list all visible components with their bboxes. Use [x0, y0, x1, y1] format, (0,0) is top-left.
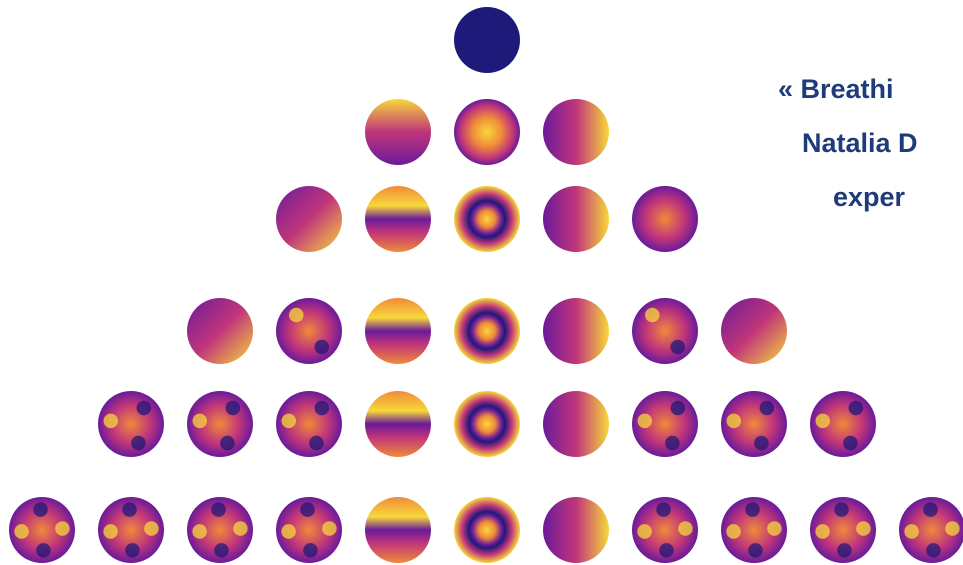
mode-lobe: [678, 521, 693, 536]
mode-lobe: [220, 436, 235, 451]
mode-lobe: [670, 340, 685, 355]
mode-lobe: [745, 502, 760, 517]
mode-lobe: [748, 543, 763, 558]
mode-disk: [276, 186, 342, 252]
mode-lobe: [815, 524, 830, 539]
mode-lobe: [754, 436, 769, 451]
mode-disk: [365, 298, 431, 364]
mode-lobe: [104, 414, 119, 429]
mode-lobe: [36, 543, 51, 558]
mode-lobe: [131, 436, 146, 451]
mode-lobe: [322, 521, 337, 536]
mode-lobe: [226, 401, 241, 416]
mode-lobe: [816, 414, 831, 429]
mode-lobe: [656, 502, 671, 517]
mode-lobe: [144, 521, 159, 536]
mode-lobe: [122, 502, 137, 517]
mode-disk: [365, 99, 431, 165]
mode-disk: [454, 99, 520, 165]
mode-lobe: [645, 308, 660, 323]
mode-lobe: [303, 543, 318, 558]
mode-lobe: [637, 524, 652, 539]
mode-disk: [632, 186, 698, 252]
mode-disk: [543, 391, 609, 457]
mode-disk: [632, 298, 698, 364]
mode-lobe: [926, 543, 941, 558]
mode-lobe: [315, 401, 330, 416]
mode-lobe: [289, 308, 304, 323]
mode-lobe: [282, 414, 297, 429]
mode-lobe: [665, 436, 680, 451]
mode-lobe: [923, 502, 938, 517]
mode-disk: [365, 497, 431, 563]
mode-lobe: [300, 502, 315, 517]
mode-disk: [543, 186, 609, 252]
mode-lobe: [834, 502, 849, 517]
mode-disk: [365, 186, 431, 252]
mode-lobe: [314, 340, 329, 355]
mode-disk: [365, 391, 431, 457]
mode-disk: [454, 186, 520, 252]
mode-lobe: [638, 414, 653, 429]
mode-lobe: [55, 521, 70, 536]
mode-lobe: [193, 414, 208, 429]
mode-lobe: [726, 524, 741, 539]
mode-disk: [543, 99, 609, 165]
mode-lobe: [125, 543, 140, 558]
mode-lobe: [103, 524, 118, 539]
mode-disk: [721, 298, 787, 364]
caption-line-3: exper: [833, 184, 905, 211]
mode-disk: [454, 7, 520, 73]
mode-lobe: [14, 524, 29, 539]
mode-lobe: [760, 401, 775, 416]
mode-disk: [276, 298, 342, 364]
mode-disk: [454, 298, 520, 364]
mode-disk: [543, 298, 609, 364]
mode-lobe: [767, 521, 782, 536]
mode-lobe: [904, 524, 919, 539]
mode-lobe: [727, 414, 742, 429]
mode-lobe: [837, 543, 852, 558]
mode-lobe: [309, 436, 324, 451]
mode-disk: [543, 497, 609, 563]
mode-lobe: [192, 524, 207, 539]
mode-lobe: [33, 502, 48, 517]
mode-lobe: [659, 543, 674, 558]
mode-lobe: [214, 543, 229, 558]
caption-line-1: « Breathi: [778, 76, 894, 103]
mode-lobe: [137, 401, 152, 416]
mode-lobe: [849, 401, 864, 416]
mode-disk: [187, 298, 253, 364]
caption-line-2: Natalia D: [802, 130, 918, 157]
mode-disk: [454, 497, 520, 563]
mode-lobe: [945, 521, 960, 536]
mode-lobe: [211, 502, 226, 517]
mode-lobe: [843, 436, 858, 451]
mode-lobe: [856, 521, 871, 536]
mode-lobe: [233, 521, 248, 536]
mode-lobe: [671, 401, 686, 416]
mode-lobe: [281, 524, 296, 539]
mode-disk: [454, 391, 520, 457]
